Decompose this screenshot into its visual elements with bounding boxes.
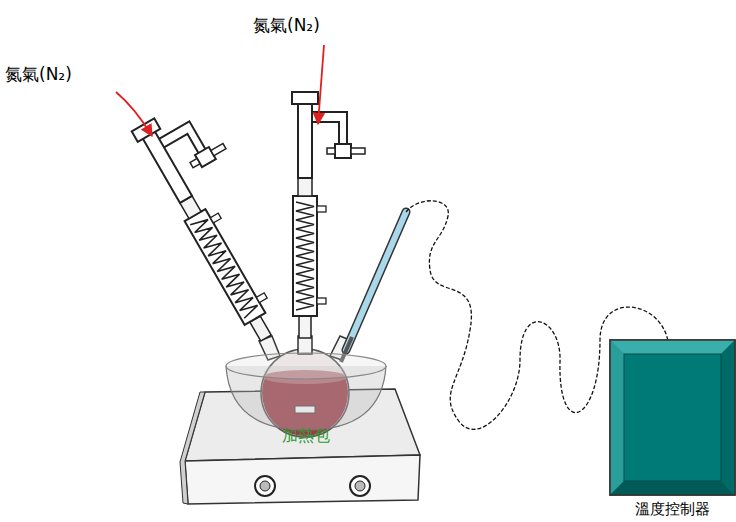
temperature-controller: 溫度控制器 bbox=[610, 340, 735, 495]
temperature-probe bbox=[346, 212, 406, 350]
hotplate-side bbox=[180, 392, 205, 504]
water-port bbox=[317, 298, 326, 304]
knob bbox=[255, 476, 275, 496]
heating-mantle: 加熱包 bbox=[226, 350, 386, 430]
stopcock-handle bbox=[211, 143, 226, 155]
knob bbox=[350, 476, 370, 496]
gas-label: 氮氣(N₂) bbox=[253, 14, 320, 37]
pointer-arrow bbox=[318, 45, 324, 124]
condenser-coil bbox=[296, 202, 314, 310]
controller-case bbox=[610, 340, 735, 495]
knob-center bbox=[355, 481, 365, 491]
controller-face bbox=[624, 354, 721, 481]
hotplate-front bbox=[185, 455, 420, 504]
adapter-cap bbox=[132, 118, 161, 141]
knob-center bbox=[260, 481, 270, 491]
controller-bevel bbox=[610, 340, 735, 354]
gas-label: 氮氣(N₂) bbox=[5, 63, 72, 86]
water-port bbox=[256, 293, 267, 303]
pointer-arrow bbox=[116, 92, 152, 136]
stopcock-handle bbox=[327, 148, 335, 154]
water-port bbox=[317, 206, 326, 212]
reflux-condenser bbox=[292, 92, 365, 338]
probe-outline bbox=[346, 212, 406, 350]
stopcock-handle bbox=[190, 158, 200, 167]
node-shape bbox=[610, 340, 735, 495]
condenser-jacket bbox=[185, 209, 266, 325]
node-shape bbox=[226, 350, 386, 430]
stopcock-handle bbox=[351, 148, 365, 154]
part-label: 加熱包 bbox=[226, 426, 386, 447]
adapter-arm bbox=[312, 112, 347, 146]
mantle-rim bbox=[226, 353, 386, 379]
adapter-cap bbox=[292, 92, 318, 104]
device-label: 溫度控制器 bbox=[605, 500, 736, 519]
ground-joint bbox=[299, 316, 311, 338]
controller-bevel bbox=[610, 340, 624, 495]
controller-bevel bbox=[610, 481, 735, 495]
adapter-arm bbox=[159, 121, 206, 168]
stopcock bbox=[335, 144, 351, 158]
condenser-coil bbox=[190, 216, 260, 319]
condenser-jacket bbox=[293, 196, 317, 316]
gas-adapter bbox=[298, 102, 312, 178]
controller-outline bbox=[610, 340, 735, 495]
ground-joint bbox=[298, 178, 312, 196]
controller-bevel bbox=[721, 340, 735, 495]
gas-adapter bbox=[142, 130, 192, 203]
reflux-condenser bbox=[132, 95, 318, 345]
water-port bbox=[210, 213, 221, 223]
